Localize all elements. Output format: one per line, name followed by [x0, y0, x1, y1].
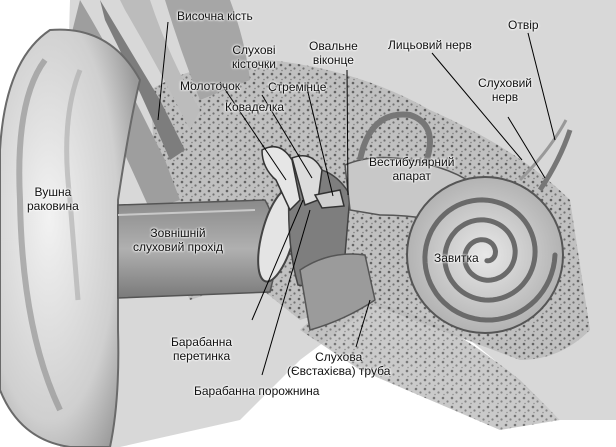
label-auricle-line1: Вушна — [34, 185, 72, 199]
label-external-auditory-canal-line1: Зовнішній — [150, 226, 206, 240]
nerves — [518, 119, 573, 192]
leader-lines — [157, 21, 556, 376]
label-auditory-ossicles: Слухові кісточки — [232, 43, 276, 71]
cochlea — [406, 176, 564, 334]
label-auricle: Вушна раковина — [27, 185, 79, 213]
label-facial-nerve: Лицьовий нерв — [388, 38, 472, 52]
label-vestibular-apparatus-line1: Вестибулярний — [369, 155, 455, 169]
label-vestibular-apparatus-line2: апарат — [392, 169, 431, 183]
label-opening: Отвір — [508, 18, 539, 32]
label-external-auditory-canal: Зовнішній слуховий прохід — [133, 226, 223, 254]
label-stapes: Стремінце — [268, 80, 327, 94]
label-external-auditory-canal-line2: слуховий прохід — [133, 240, 224, 254]
label-cochlea: Завитка — [434, 251, 479, 265]
label-auditory-ossicles-line1: Слухові — [232, 43, 276, 57]
label-oval-window-line1: Овальне — [309, 39, 358, 53]
label-eardrum: Барабанна перетинка — [171, 335, 232, 363]
label-auricle-line2: раковина — [27, 199, 79, 213]
label-eustachian-tube-line1: Слухова — [315, 350, 363, 364]
label-auditory-nerve: Слуховий нерв — [478, 76, 532, 104]
eustachian-tube — [299, 253, 376, 331]
label-auditory-nerve-line1: Слуховий — [478, 76, 532, 90]
ossicles — [261, 145, 345, 212]
label-tympanic-cavity: Барабанна порожнина — [194, 384, 320, 398]
label-eustachian-tube-line2: (Євстахієва) труба — [287, 364, 391, 378]
label-malleus: Молоточок — [180, 79, 241, 93]
label-eardrum-line2: перетинка — [172, 349, 231, 363]
label-eustachian-tube: Слухова (Євстахієва) труба — [287, 350, 390, 378]
label-vestibular-apparatus: Вестибулярний апарат — [369, 155, 454, 183]
label-eardrum-line1: Барабанна — [171, 335, 233, 349]
label-temporal-bone: Височна кість — [177, 9, 253, 23]
label-incus: Коваделка — [225, 100, 285, 114]
label-oval-window: Овальне віконце — [309, 39, 358, 67]
label-auditory-ossicles-line2: кісточки — [232, 57, 276, 71]
auricle — [0, 28, 142, 447]
label-oval-window-line2: віконце — [312, 53, 354, 67]
label-auditory-nerve-line2: нерв — [491, 90, 519, 104]
